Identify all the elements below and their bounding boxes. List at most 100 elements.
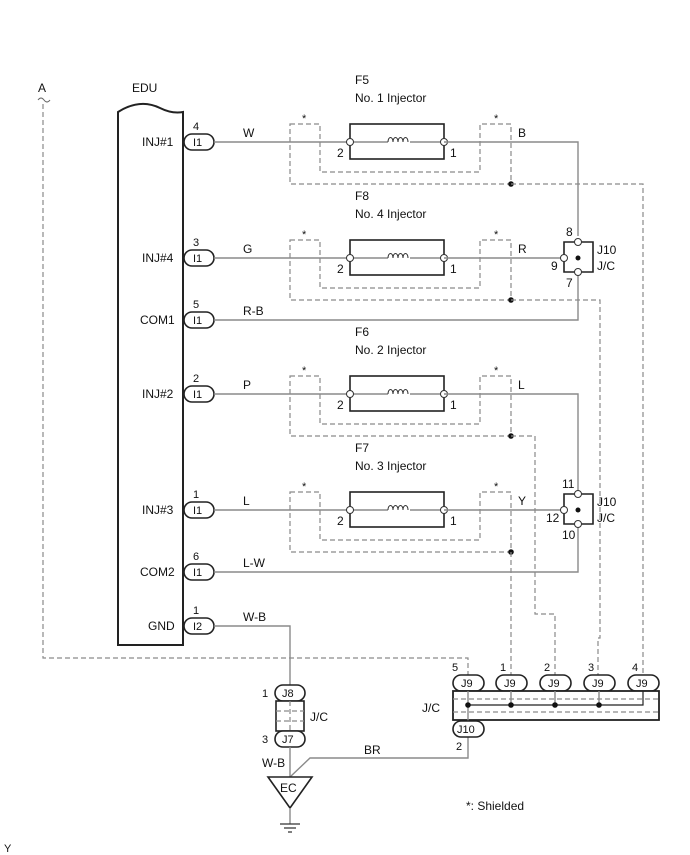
svg-text:L: L (518, 378, 525, 392)
svg-text:*: * (302, 365, 307, 377)
svg-text:12: 12 (546, 511, 560, 525)
svg-text:2: 2 (193, 373, 199, 385)
coil-icon (387, 253, 409, 259)
svg-text:J/C: J/C (597, 511, 615, 525)
svg-text:J8: J8 (282, 688, 294, 700)
shield-drain-3 (511, 299, 601, 676)
svg-text:2: 2 (337, 514, 344, 528)
shield-drain-2 (511, 435, 556, 676)
junction-j10-upper: 8 9 7 J10 J/C (551, 225, 617, 290)
svg-text:I1: I1 (193, 137, 202, 149)
svg-text:COM1: COM1 (140, 313, 175, 327)
wire-color: R-B (243, 304, 264, 318)
svg-text:F7: F7 (355, 441, 369, 455)
svg-text:F5: F5 (355, 73, 369, 87)
svg-text:I1: I1 (193, 567, 202, 579)
svg-text:J7: J7 (282, 734, 294, 746)
svg-text:5: 5 (452, 662, 458, 674)
wire-color: W (243, 126, 255, 140)
connector-j10 (452, 720, 485, 738)
shield-drain-4 (511, 183, 644, 676)
svg-text:J10: J10 (597, 243, 617, 257)
wire-color: W-B (243, 610, 266, 624)
wire-color-wb: W-B (262, 756, 285, 770)
svg-text:1: 1 (262, 688, 268, 700)
svg-text:R: R (518, 242, 527, 256)
svg-text:7: 7 (566, 276, 573, 290)
svg-text:11: 11 (562, 477, 575, 491)
wire-color: L (243, 494, 250, 508)
ecu-pin-gnd: GND 1 I2 W-B (148, 605, 266, 635)
ground-point-ec: EC (266, 776, 314, 833)
junction-j10-lower: 11 12 10 J10 J/C (546, 477, 617, 542)
svg-text:2: 2 (337, 398, 344, 412)
ecu-pin-inj3: INJ#3 1 I1 L (142, 489, 250, 519)
svg-text:2: 2 (544, 662, 550, 674)
ecu-pin-com1: COM1 5 I1 R-B (140, 299, 264, 329)
svg-text:INJ#3: INJ#3 (142, 503, 174, 517)
injector-f5: F5 No. 1 Injector 2 1 * B * B (289, 73, 579, 236)
svg-text:2: 2 (337, 146, 344, 160)
shield-line-a (42, 104, 469, 676)
svg-text:1: 1 (450, 514, 457, 528)
svg-text:J9: J9 (461, 678, 473, 690)
offpage-label-y: Y (4, 843, 12, 855)
svg-text:2: 2 (337, 262, 344, 276)
svg-text:J9: J9 (636, 678, 648, 690)
svg-text:J9: J9 (548, 678, 560, 690)
ecu-pin-inj1: INJ#1 4 I1 W (142, 121, 255, 151)
svg-text:J9: J9 (504, 678, 516, 690)
break-symbol (37, 97, 51, 103)
wire-color: L-W (243, 556, 266, 570)
svg-text:*: * (494, 481, 499, 493)
wire-com1 (214, 268, 579, 321)
coil-icon (387, 389, 409, 395)
svg-text:9: 9 (551, 259, 558, 273)
svg-text:*: * (494, 113, 499, 125)
ecu-pin-com2: COM2 6 I1 L-W (140, 551, 266, 581)
svg-text:1: 1 (500, 662, 506, 674)
wire-gnd (214, 625, 291, 686)
svg-text:*: * (302, 229, 307, 241)
ecu-pin-inj2: INJ#2 2 I1 P (142, 373, 251, 403)
svg-text:1: 1 (193, 489, 199, 501)
ecu-box (117, 102, 184, 646)
svg-text:J/C: J/C (310, 710, 328, 724)
wire-com2 (214, 526, 579, 573)
svg-text:10: 10 (562, 528, 576, 542)
svg-text:2: 2 (456, 741, 462, 753)
svg-text:5: 5 (193, 299, 199, 311)
svg-text:GND: GND (148, 619, 175, 633)
svg-text:I1: I1 (193, 505, 202, 517)
svg-text:I1: I1 (193, 315, 202, 327)
svg-text:J10: J10 (457, 724, 475, 736)
svg-text:I1: I1 (193, 253, 202, 265)
svg-text:B: B (518, 126, 526, 140)
svg-text:8: 8 (566, 225, 573, 239)
ground-icon (280, 823, 300, 833)
svg-text:No. 3 Injector: No. 3 Injector (355, 459, 426, 473)
svg-text:3: 3 (262, 734, 268, 746)
wire-color-br: BR (364, 743, 381, 757)
svg-text:Y: Y (518, 494, 526, 508)
svg-text:J9: J9 (592, 678, 604, 690)
svg-text:*: * (302, 481, 307, 493)
svg-text:F8: F8 (355, 189, 369, 203)
svg-text:1: 1 (450, 262, 457, 276)
coil-icon (387, 137, 409, 143)
svg-text:I2: I2 (193, 621, 202, 633)
svg-text:4: 4 (193, 121, 199, 133)
offpage-label-a: A (38, 81, 46, 95)
injector-f7: F7 No. 3 Injector 2 1 * * Y (289, 441, 564, 553)
svg-text:*: * (494, 229, 499, 241)
wire-br (289, 752, 469, 778)
coil-icon (387, 505, 409, 511)
svg-text:F6: F6 (355, 325, 369, 339)
wire-color: G (243, 242, 252, 256)
svg-text:J10: J10 (597, 495, 617, 509)
injector-f8: F8 No. 4 Injector 2 1 * * R (289, 189, 564, 301)
junction-ground-jc: 1 J8 J/C 3 J7 (262, 684, 328, 748)
svg-text:No. 1 Injector: No. 1 Injector (355, 91, 426, 105)
svg-text:J/C: J/C (597, 259, 615, 273)
